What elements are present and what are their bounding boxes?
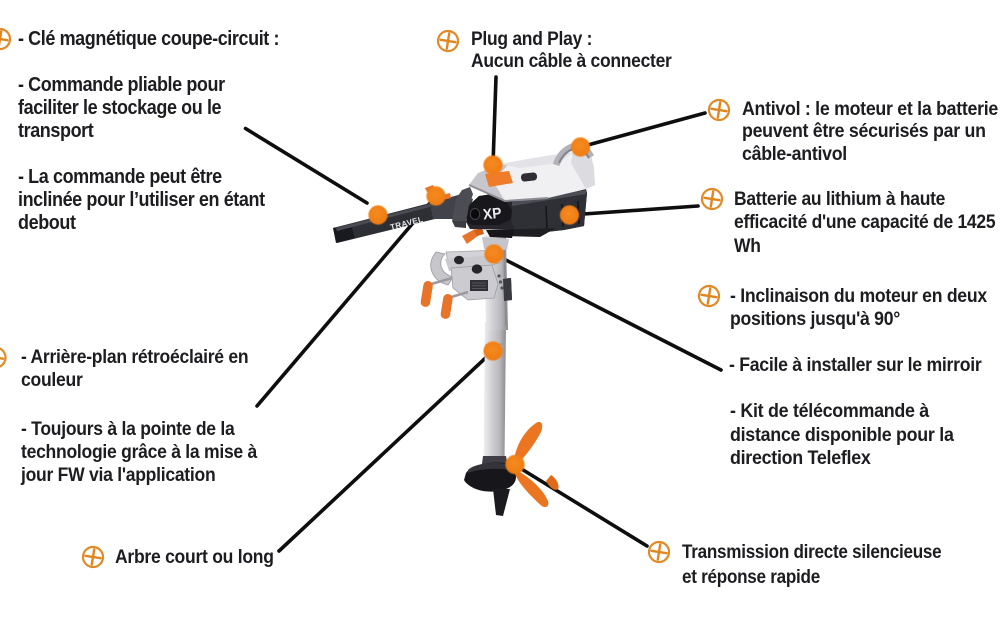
svg-text:XP: XP [482, 205, 502, 224]
